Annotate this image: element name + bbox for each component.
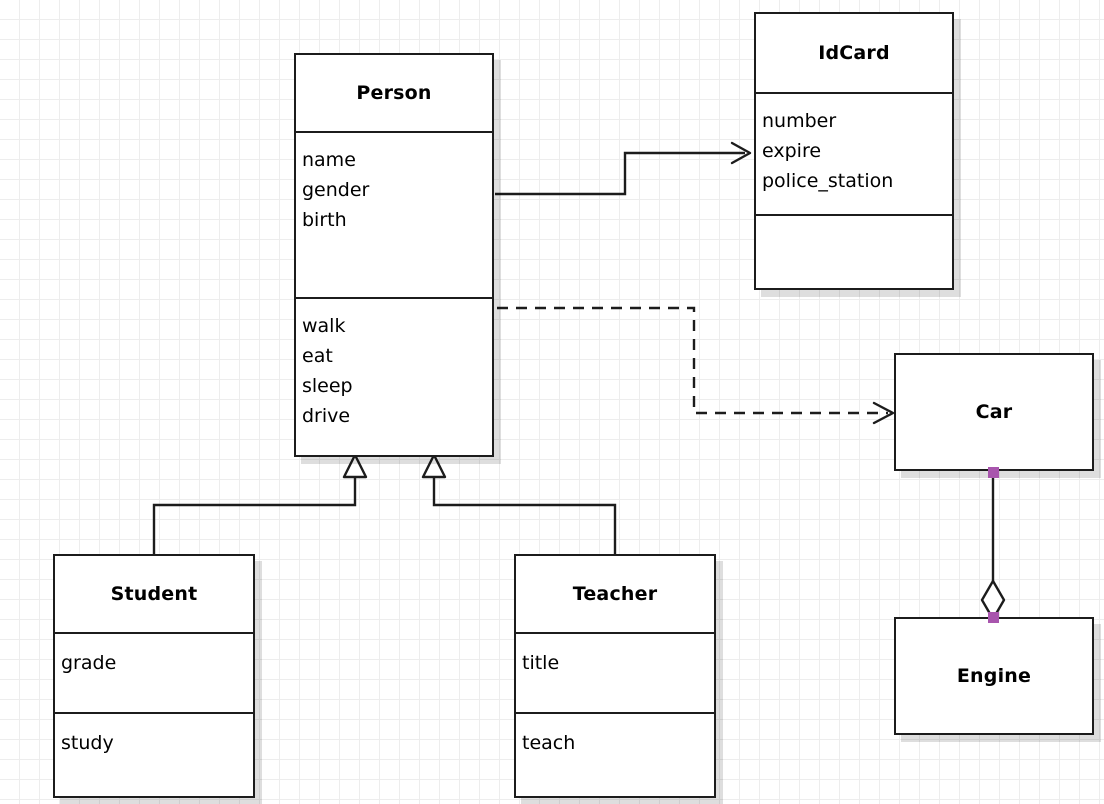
attribute-item: birth xyxy=(302,209,347,231)
class-name-person: Person xyxy=(356,82,432,104)
class-box-teacher[interactable]: Teacher title teach xyxy=(514,554,716,798)
methods-compartment-person: walk eat sleep drive xyxy=(296,297,492,455)
class-name-car: Car xyxy=(975,401,1013,423)
method-item: study xyxy=(61,732,114,754)
class-box-person[interactable]: Person name gender birth walk eat sleep … xyxy=(294,53,494,457)
class-name-teacher: Teacher xyxy=(572,583,658,605)
generalization-teacher-person[interactable] xyxy=(421,453,617,556)
attribute-item: gender xyxy=(302,179,370,201)
attribute-item: police_station xyxy=(762,170,894,192)
open-arrowhead-icon xyxy=(872,401,895,425)
aggregation-car-engine[interactable] xyxy=(980,472,1006,621)
hollow-triangle-arrowhead-icon xyxy=(421,453,447,479)
attribute-item: name xyxy=(302,149,356,171)
attributes-compartment-idcard: number expire police_station xyxy=(756,92,952,214)
attributes-compartment-person: name gender birth xyxy=(296,131,492,297)
attributes-compartment-student: grade xyxy=(55,632,253,712)
hollow-triangle-arrowhead-icon xyxy=(342,453,368,479)
dependency-person-car[interactable] xyxy=(497,306,895,425)
class-box-car[interactable]: Car xyxy=(894,353,1094,471)
open-arrowhead-icon xyxy=(730,141,752,165)
link-endpoint-handle-target[interactable] xyxy=(988,612,999,623)
class-name-engine: Engine xyxy=(956,665,1032,687)
class-box-idcard[interactable]: IdCard number expire police_station xyxy=(754,12,954,290)
attribute-item: number xyxy=(762,110,837,132)
method-item: walk xyxy=(302,315,346,337)
attribute-item: grade xyxy=(61,652,117,674)
method-item: sleep xyxy=(302,375,353,397)
class-box-engine[interactable]: Engine xyxy=(894,617,1094,735)
class-name-student: Student xyxy=(110,583,198,605)
method-item: teach xyxy=(522,732,576,754)
methods-compartment-student: study xyxy=(55,712,253,796)
methods-compartment-idcard xyxy=(756,214,952,288)
attribute-item: title xyxy=(522,652,560,674)
class-box-student[interactable]: Student grade study xyxy=(53,554,255,798)
methods-compartment-teacher: teach xyxy=(516,712,714,796)
attributes-compartment-teacher: title xyxy=(516,632,714,712)
association-person-idcard[interactable] xyxy=(495,141,752,196)
method-item: drive xyxy=(302,405,351,427)
method-item: eat xyxy=(302,345,333,367)
generalization-student-person[interactable] xyxy=(152,453,368,556)
class-name-idcard: IdCard xyxy=(818,42,890,64)
link-endpoint-handle-source[interactable] xyxy=(988,467,999,478)
attribute-item: expire xyxy=(762,140,822,162)
